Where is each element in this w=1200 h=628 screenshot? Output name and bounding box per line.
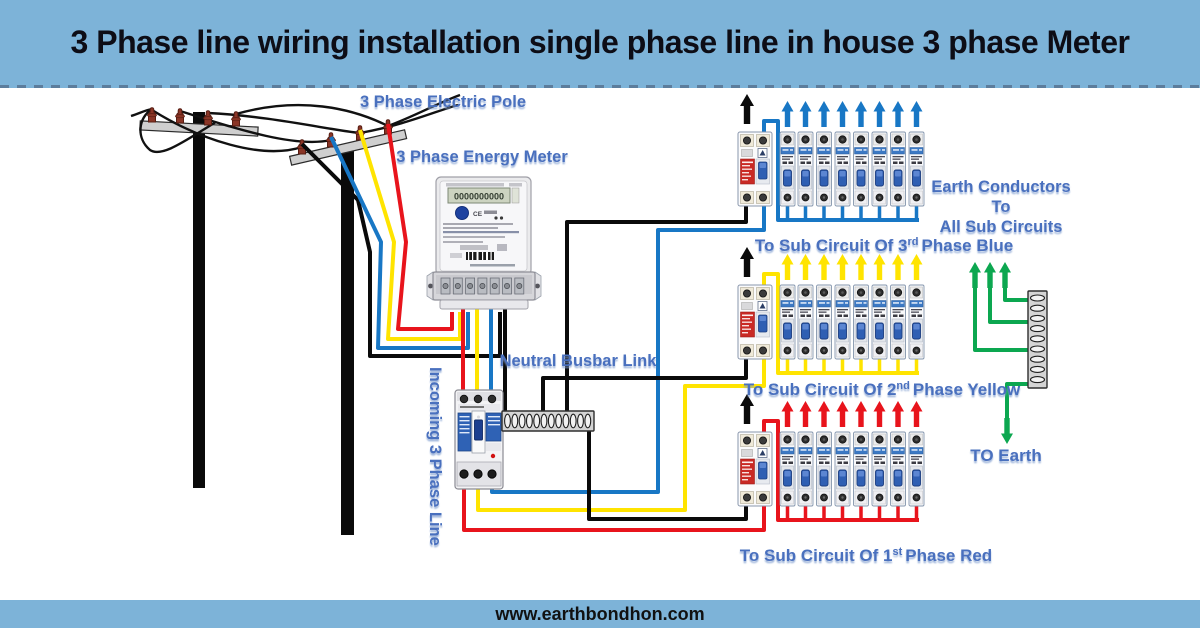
label-earth-conductors-1: Earth Conductors: [931, 178, 1070, 196]
wiring-diagram: 0000000000 CE: [130, 88, 1071, 565]
earth-up-arrow: [969, 262, 981, 288]
meter-terminals: [440, 277, 525, 295]
footer-band: [0, 600, 1200, 628]
footer-url: www.earthbondhon.com: [495, 603, 705, 624]
meter-button: [455, 206, 469, 220]
label-earth-conductors-3: All Sub Circuits: [940, 218, 1063, 236]
earth-up-arrow: [999, 262, 1011, 288]
pole-post-left: [193, 112, 205, 488]
wire-drop-red: [386, 123, 454, 331]
label-energy-meter: 3 Phase Energy Meter: [396, 148, 568, 166]
label-neutral-busbar: Neutral Busbar Link: [500, 352, 658, 370]
label-earth-conductors-2: To: [992, 198, 1011, 216]
breaker-row-blue: [738, 94, 924, 220]
wire-feed-red: [462, 478, 766, 532]
wire-drop-neutral: [300, 142, 502, 358]
earth-up-arrow: [984, 262, 996, 288]
wire-drop-yellow: [358, 129, 462, 341]
wire-feed-blue: [490, 204, 766, 494]
breaker-row-red: [738, 394, 924, 520]
neutral-busbar: [501, 410, 595, 432]
header-band: [0, 0, 1200, 88]
ce-mark: CE: [473, 211, 483, 218]
page-title: 3 Phase line wiring installation single …: [70, 24, 1130, 60]
label-electric-pole: 3 Phase Electric Pole: [360, 93, 526, 111]
breaker-row-yellow: [738, 247, 924, 373]
wire-feed-yellow: [476, 357, 766, 512]
wire-drop-blue: [329, 136, 470, 350]
service-drop-wires: [300, 123, 502, 358]
mccb-indicator: [490, 453, 496, 459]
to-earth-down-arrow: [1001, 418, 1013, 444]
panel-wires: [461, 204, 1028, 532]
earth-busbar: [1027, 290, 1048, 389]
wire-neutral-bottom: [587, 430, 748, 521]
wire-earth-2: [988, 288, 1028, 324]
wire-neutral-top: [565, 204, 748, 412]
meter-lcd-digits: 0000000000: [454, 192, 504, 202]
mccb-main-breaker: [454, 389, 504, 490]
wire-earth-1: [973, 288, 1028, 352]
electric-pole: [130, 93, 461, 535]
wire-neutral-middle: [541, 357, 748, 412]
label-to-earth: TO Earth: [970, 446, 1041, 465]
pole-post-right: [341, 149, 354, 535]
wire-earth-3: [1003, 288, 1028, 302]
meter-lcd: [447, 187, 511, 204]
crossarm-right: [288, 129, 408, 166]
energy-meter: 0000000000 CE: [426, 176, 542, 310]
meter-barcode: [466, 252, 494, 260]
label-incoming-line: Incoming 3 Phase Line: [426, 367, 444, 546]
wire-to-earth: [1005, 382, 1028, 424]
mccb-toggle: [474, 419, 483, 441]
